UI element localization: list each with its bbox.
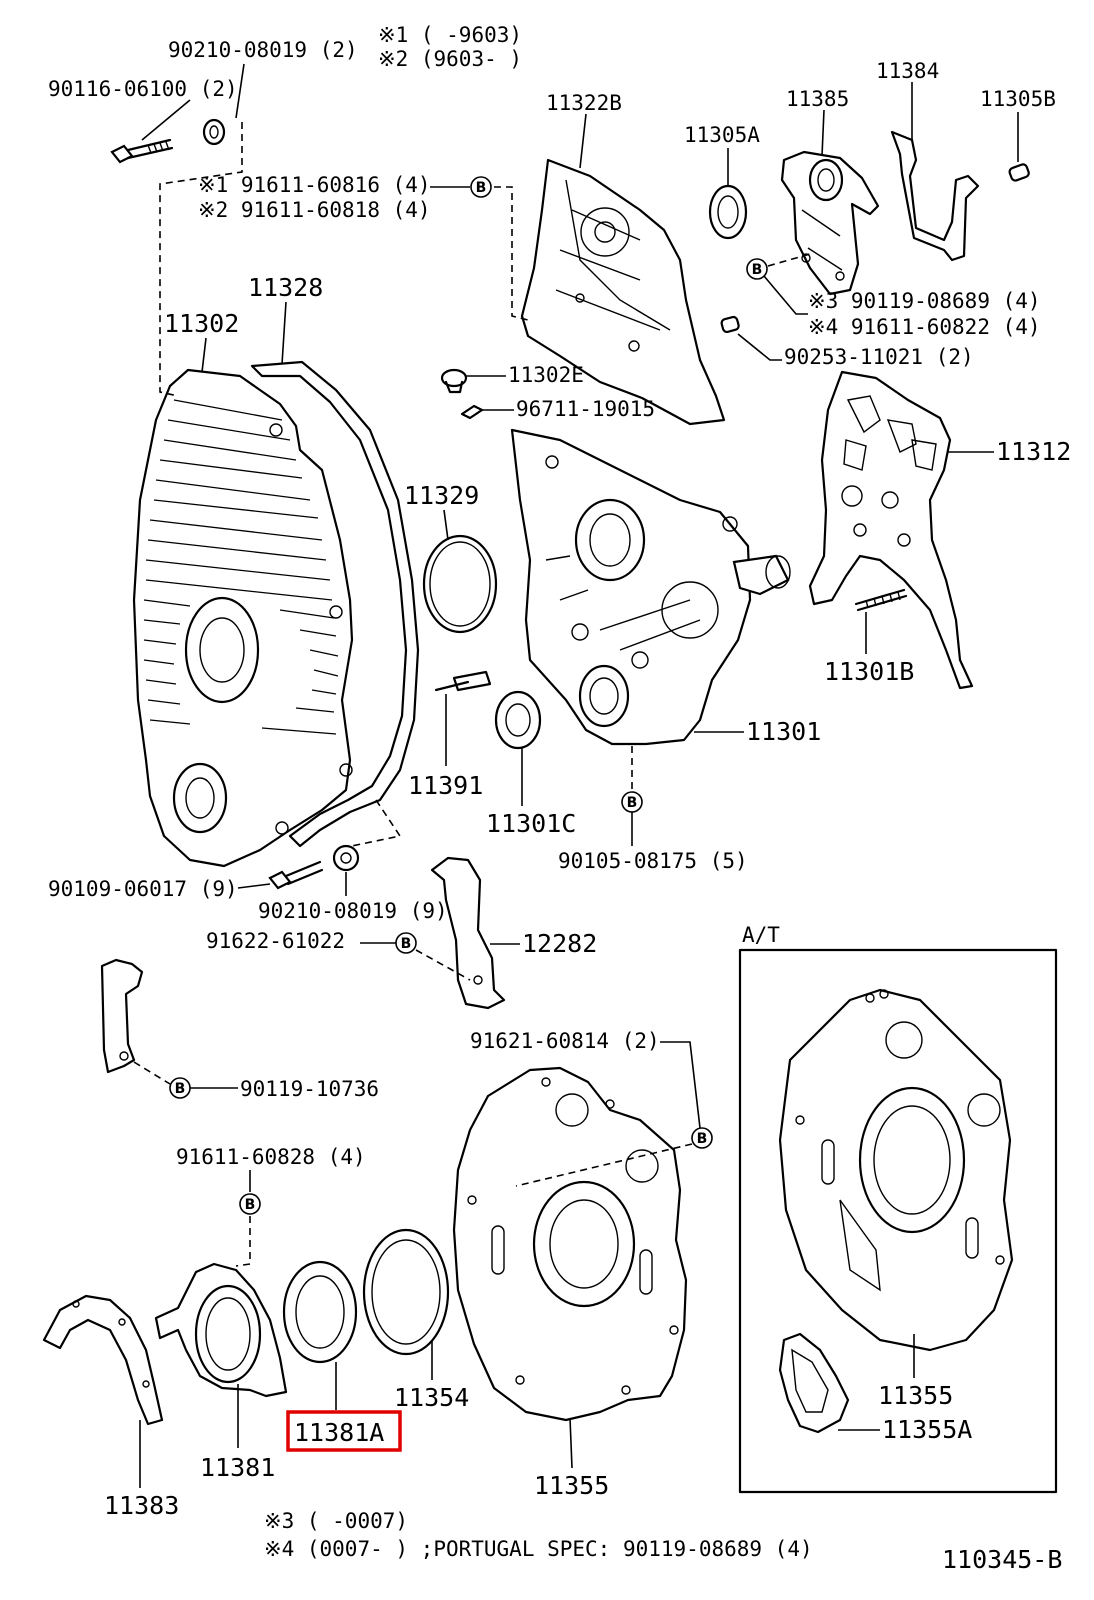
part-90253[interactable] [720,315,740,334]
callout-b-7: B [239,1193,261,1215]
label-11301: 11301 [746,717,821,746]
label-11312: 11312 [996,437,1071,466]
callout-b-3: B [621,791,643,813]
washer-90210-bottom[interactable] [332,844,360,872]
part-11355-main[interactable] [452,1066,688,1422]
part-11301B[interactable] [854,588,908,612]
svg-text:B: B [175,1081,186,1097]
label-90210-bottom: 90210-08019 (9) [258,899,448,923]
label-11355A: 11355A [882,1415,972,1444]
footnote-4: ※4 (0007- ) ;PORTUGAL SPEC: 90119-08689 … [264,1537,813,1561]
label-90109: 90109-06017 (9) [48,877,238,901]
label-11301B: 11301B [824,657,914,686]
label-11355-main: 11355 [534,1471,609,1500]
label-11391: 11391 [408,771,483,800]
label-11384: 11384 [876,59,939,83]
svg-text:B: B [401,936,412,952]
part-11302[interactable] [132,368,354,868]
note-2: ※2 (9603- ) [378,47,522,71]
label-96711: 96711-19015 [516,397,655,421]
label-91611-60828: 91611-60828 (4) [176,1145,366,1169]
part-11302E[interactable] [440,368,468,394]
label-12282: 12282 [522,929,597,958]
part-11384[interactable] [890,130,980,262]
label-11302E: 11302E [508,363,584,387]
svg-text:B: B [752,262,763,278]
part-11322B[interactable] [520,158,726,426]
part-11328[interactable] [250,360,420,848]
part-11305B[interactable] [1008,163,1030,182]
label-11381: 11381 [200,1453,275,1482]
highlight-box-11381A [286,1410,402,1452]
label-91622: 91622-61022 [206,929,345,953]
svg-text:B: B [476,180,487,196]
svg-text:B: B [245,1197,256,1213]
label-91611-60816: ※1 91611-60816 (4) [198,173,431,197]
callout-b-4: B [395,932,417,954]
label-91611-60818: ※2 91611-60818 (4) [198,198,431,222]
label-90253: 90253-11021 (2) [784,345,974,369]
part-11355A[interactable] [778,1332,850,1434]
label-90105: 90105-08175 (5) [558,849,748,873]
part-11305A[interactable] [708,184,748,240]
label-11383: 11383 [104,1491,179,1520]
label-11301C: 11301C [486,809,576,838]
washer-90210-top[interactable] [202,118,226,146]
part-11301C[interactable] [494,690,542,750]
part-96711[interactable] [460,404,484,420]
label-at: A/T [742,923,780,947]
diagram-code: 110345-B [942,1545,1062,1574]
callout-b-5: B [169,1077,191,1099]
part-11385[interactable] [780,150,880,296]
part-11301[interactable] [510,428,791,746]
label-11385: 11385 [786,87,849,111]
svg-text:B: B [627,795,638,811]
part-11354[interactable] [362,1228,450,1356]
part-12282[interactable] [430,856,506,1010]
svg-text:B: B [697,1131,708,1147]
part-11381A[interactable] [282,1260,358,1364]
bolt-90116[interactable] [110,138,174,164]
bolt-90109[interactable] [268,860,324,890]
part-11355-at[interactable] [778,988,1014,1352]
footnote-3: ※3 ( -0007) [264,1509,408,1533]
label-11305A: 11305A [684,123,760,147]
callout-b-2: B [746,258,768,280]
label-11355-at: 11355 [878,1381,953,1410]
part-11381[interactable] [154,1262,288,1398]
label-11354: 11354 [394,1383,469,1412]
at-box [738,948,1058,1494]
note-1: ※1 ( -9603) [378,23,522,47]
label-90116: 90116-06100 (2) [48,77,238,101]
label-91611-60822: ※4 91611-60822 (4) [808,315,1041,339]
part-11383[interactable] [42,1294,164,1426]
label-11302: 11302 [164,309,239,338]
label-90119-08689: ※3 90119-08689 (4) [808,289,1041,313]
label-91621: 91621-60814 (2) [470,1029,660,1053]
label-11329: 11329 [404,481,479,510]
part-11391[interactable] [434,670,492,692]
label-11322B: 11322B [546,91,622,115]
label-11305B: 11305B [980,87,1056,111]
label-90119-10736: 90119-10736 [240,1077,379,1101]
part-11312[interactable] [808,370,974,690]
bracket-left[interactable] [100,958,144,1074]
part-11329[interactable] [422,534,498,634]
callout-b-6: B [691,1127,713,1149]
label-90210-top: 90210-08019 (2) [168,38,358,62]
label-11328: 11328 [248,273,323,302]
callout-b-1: B [470,176,492,198]
label-11381A[interactable]: 11381A [294,1418,384,1447]
